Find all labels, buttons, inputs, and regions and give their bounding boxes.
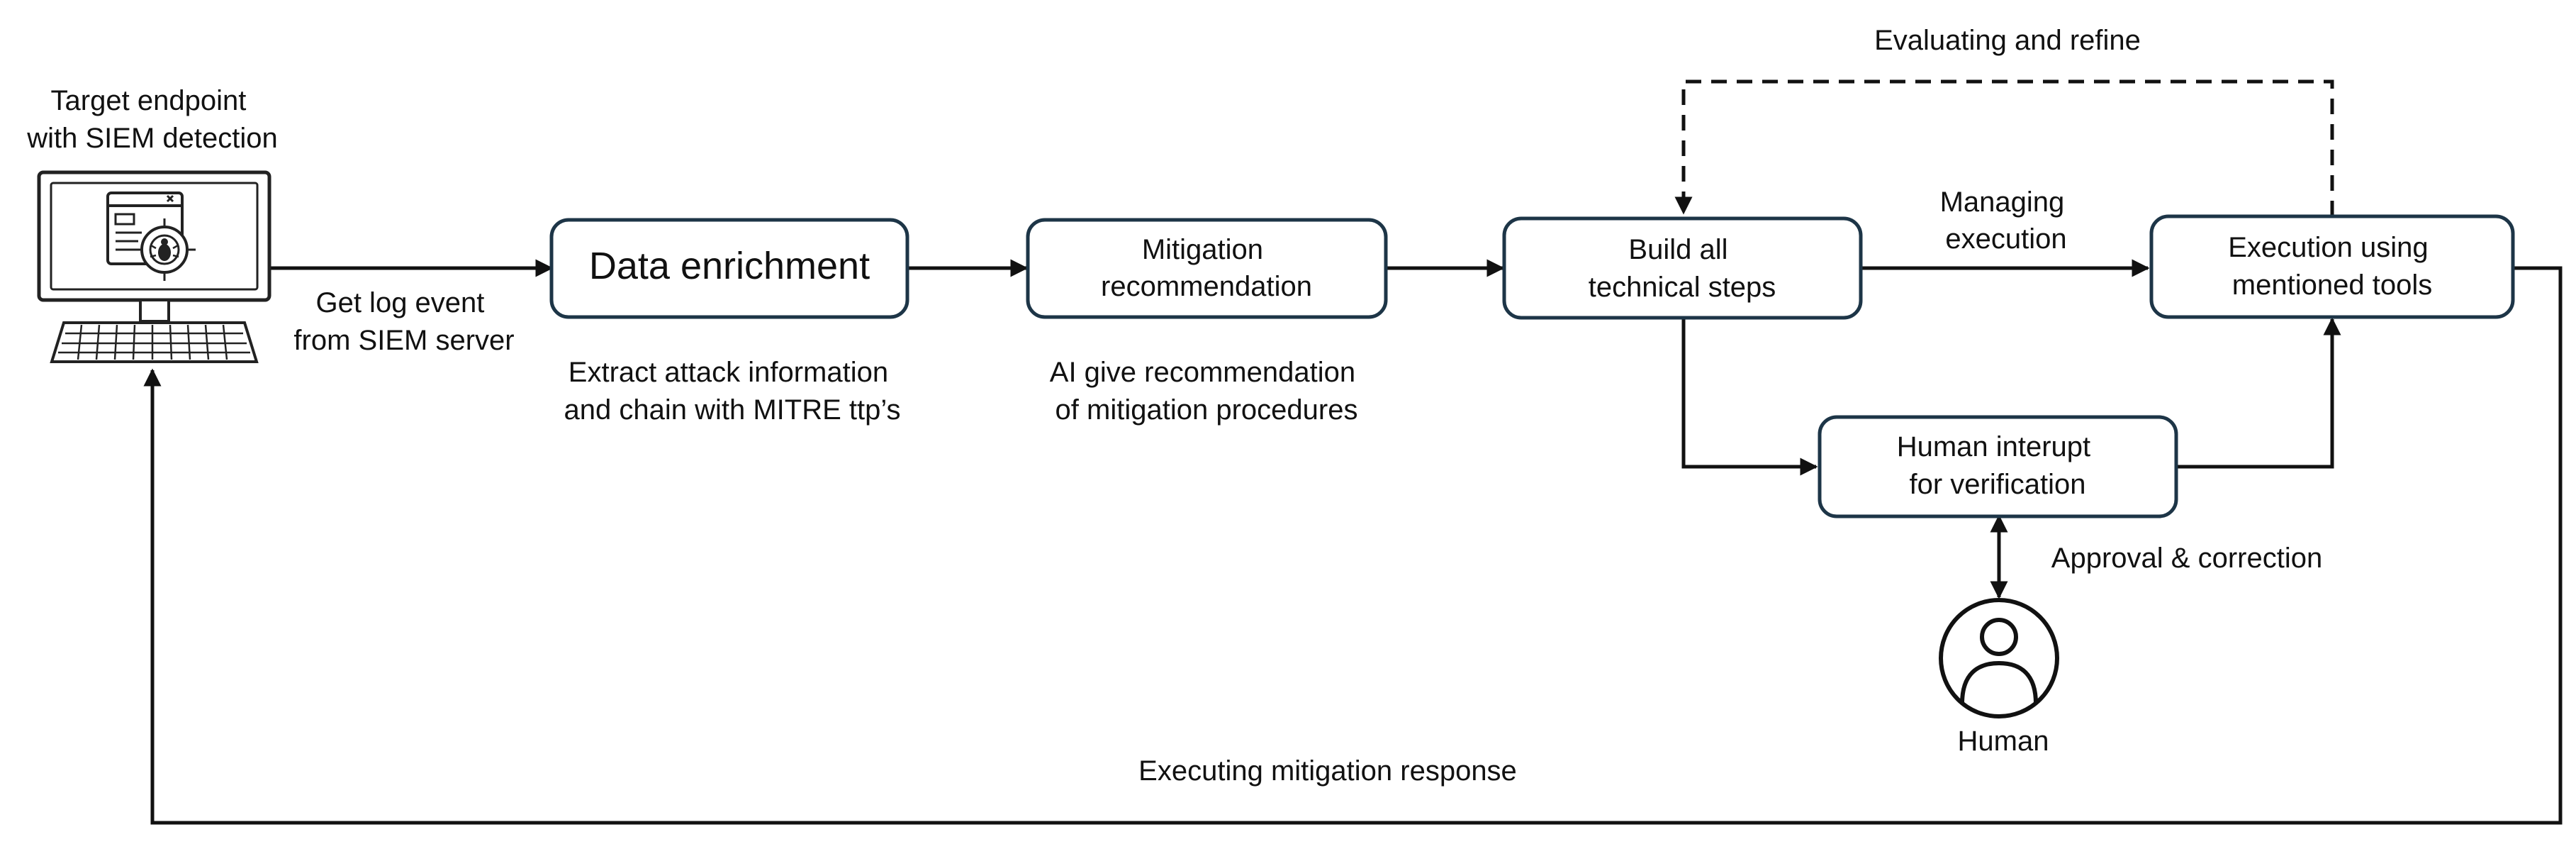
mitigation-recommendation-label: Mitigation recommendation [1101, 234, 1312, 302]
build-steps-node: Build all technical steps [1502, 216, 1863, 320]
build-steps-line-1: Build all [1628, 234, 1727, 265]
edge-execution-response-loop [143, 266, 2563, 825]
extract-attack-label: Extract attack information and chain wit… [564, 357, 900, 426]
human-label: Human [1958, 726, 2049, 757]
endpoint-caption-line-2: with SIEM detection [26, 123, 278, 154]
managing-execution-line-1: Managing [1940, 187, 2065, 218]
managing-execution-label: Managing execution [1940, 187, 2073, 255]
approval-correction-label: Approval & correction [2051, 543, 2322, 574]
execution-tools-label: Execution using mentioned tools [2228, 232, 2436, 301]
extract-attack-line-2: and chain with MITRE ttp’s [564, 394, 900, 426]
evaluating-refine-label: Evaluating and refine [1874, 25, 2141, 56]
edge-human-interrupt-to-execution [2176, 317, 2341, 469]
computer-monitor-with-bug-icon [37, 170, 271, 363]
get-log-event-label: Get log event from SIEM server [293, 287, 514, 356]
human-interrupt-label: Human interupt for verification [1897, 431, 2099, 500]
human-interrupt-line-2: for verification [1910, 469, 2086, 500]
human-interrupt-node: Human interupt for verification [1818, 415, 2178, 518]
data-enrichment-node: Data enrichment [549, 218, 909, 319]
ai-recommendation-line-1: AI give recommendation [1050, 357, 1355, 388]
human-interrupt-line-1: Human interupt [1897, 431, 2090, 462]
execution-tools-line-1: Execution using [2228, 232, 2428, 263]
person-icon [1939, 598, 2059, 718]
ai-recommendation-label: AI give recommendation of mitigation pro… [1050, 357, 1363, 426]
get-log-event-line-2: from SIEM server [293, 325, 514, 356]
build-steps-label: Build all technical steps [1589, 234, 1776, 303]
edge-build-to-human-interrupt [1681, 318, 1818, 476]
endpoint-caption-line-1: Target endpoint [51, 85, 247, 116]
mitigation-recommendation-line-2: recommendation [1101, 271, 1312, 302]
mitigation-recommendation-node: Mitigation recommendation [1026, 218, 1388, 319]
build-steps-line-2: technical steps [1589, 272, 1776, 303]
execution-tools-line-2: mentioned tools [2232, 270, 2432, 301]
managing-execution-line-2: execution [1945, 223, 2066, 255]
extract-attack-line-1: Extract attack information [569, 357, 888, 388]
edge-evaluating-refine-loop [1674, 79, 2334, 216]
get-log-event-line-1: Get log event [315, 287, 484, 318]
data-enrichment-label: Data enrichment [589, 245, 870, 287]
ai-recommendation-line-2: of mitigation procedures [1055, 394, 1358, 426]
executing-response-label: Executing mitigation response [1138, 755, 1517, 787]
execution-tools-node: Execution using mentioned tools [2149, 214, 2515, 319]
mitigation-recommendation-line-1: Mitigation [1142, 234, 1263, 265]
endpoint-caption: Target endpoint with SIEM detection [26, 85, 278, 154]
